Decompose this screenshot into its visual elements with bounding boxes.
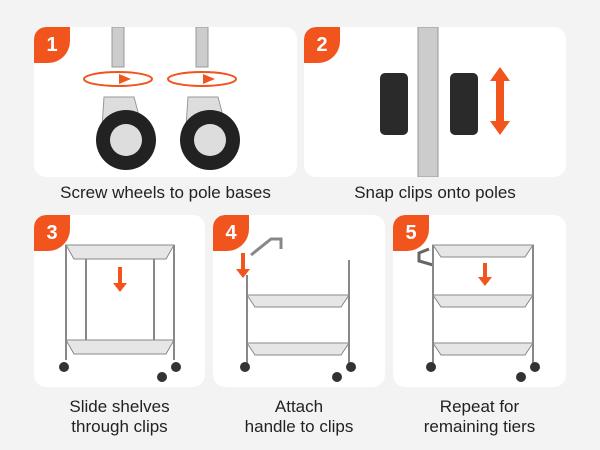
- step-1-card: 1: [34, 27, 297, 177]
- step-4-card: 4: [213, 215, 385, 387]
- caption-line: through clips: [71, 417, 168, 436]
- step-5-card: 5: [393, 215, 566, 387]
- step-3-card: 3: [34, 215, 205, 387]
- caption-line: remaining tiers: [423, 417, 536, 436]
- cart-complete-illustration: [417, 244, 540, 382]
- step-1-caption: Screw wheels to pole bases: [60, 183, 271, 202]
- caption-line: Slide shelves: [69, 397, 170, 416]
- step-2-caption: Snap clips onto poles: [354, 183, 516, 202]
- pole-clips-illustration: [380, 27, 510, 177]
- caster-wheels-illustration: [83, 27, 240, 170]
- cart-handle-illustration: [236, 237, 356, 382]
- caption-line: Repeat for: [439, 397, 520, 416]
- caption-line: Attach: [274, 397, 324, 416]
- caption-line: handle to clips: [244, 417, 354, 436]
- cart-shelves-illustration: [59, 244, 181, 382]
- step-2-card: 2: [304, 27, 566, 177]
